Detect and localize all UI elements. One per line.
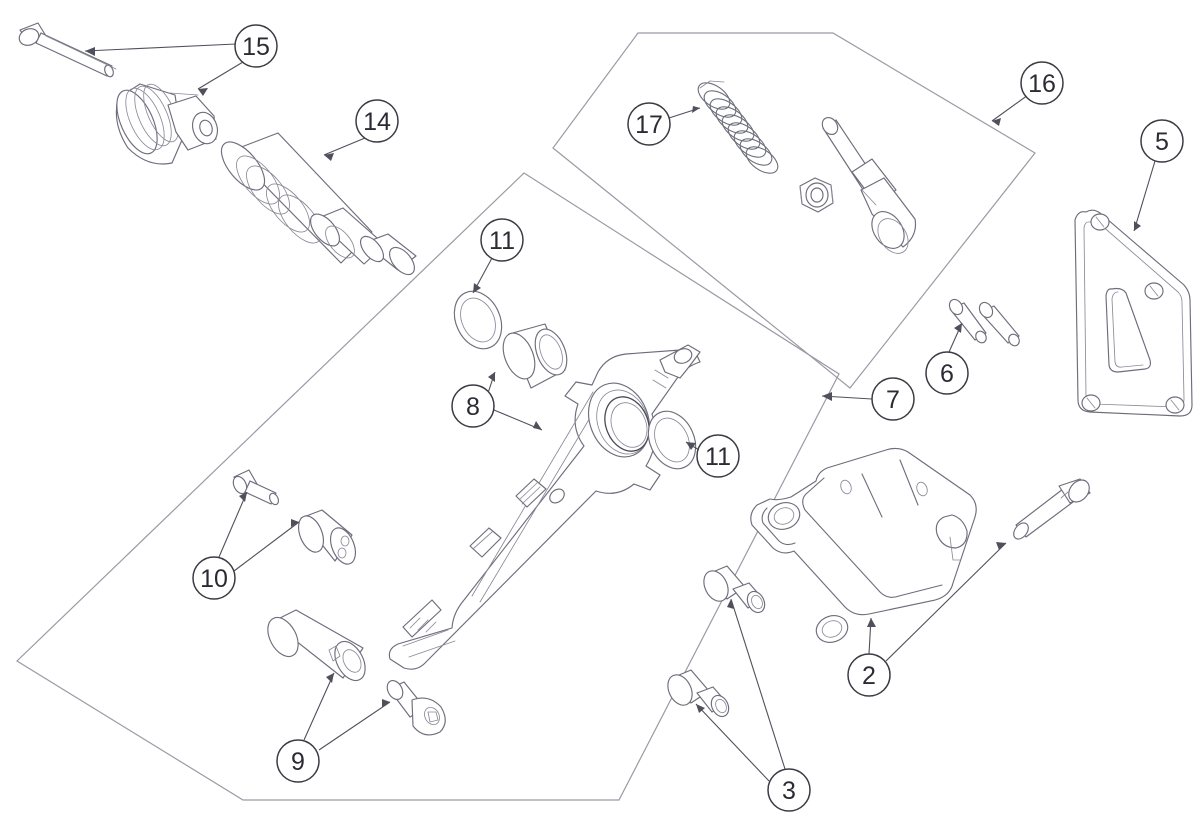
callout-2[interactable]: 2 (847, 653, 891, 697)
callout-bubbles: 15 14 17 16 5 11 (192, 24, 1184, 812)
group-boundaries (16, 32, 1036, 801)
callout-11-lower[interactable]: 11 (696, 434, 740, 478)
part-threaded-cap-nut (115, 83, 219, 165)
group-boundary-7 (16, 172, 840, 801)
part-stepped-shaft-spacer (220, 132, 417, 276)
leader-9-b (318, 701, 391, 751)
leader-5 (1133, 160, 1156, 232)
callout-label: 16 (1028, 70, 1056, 98)
callout-label: 11 (489, 227, 515, 255)
callout-label: 15 (242, 33, 270, 61)
part-spacer-tube (267, 609, 366, 682)
callout-label: 10 (200, 565, 228, 593)
leader-2-b (885, 542, 1007, 662)
callout-11-upper[interactable]: 11 (480, 218, 524, 262)
callout-label: 8 (466, 393, 480, 421)
leader-9-a (303, 672, 335, 741)
leader-16 (991, 94, 1029, 122)
leader-10-a (218, 491, 248, 558)
group-boundary-16 (552, 32, 1036, 389)
part-seal-ring-upper (453, 290, 503, 350)
part-dowel-pins (948, 298, 1020, 347)
callout-label: 3 (782, 777, 796, 805)
leader-3-a (730, 598, 786, 770)
part-stepped-pin-lower (667, 669, 730, 718)
callout-7[interactable]: 7 (871, 377, 915, 421)
callout-5[interactable]: 5 (1140, 119, 1184, 163)
callout-label: 9 (291, 748, 305, 776)
callout-label: 17 (635, 111, 663, 139)
part-seal-ring-lower (647, 410, 697, 470)
part-triangular-bracket-plate (1074, 209, 1193, 417)
leader-14 (323, 137, 366, 156)
callout-10[interactable]: 10 (192, 556, 236, 600)
callout-label: 5 (1155, 128, 1169, 156)
part-pivot-bushing-sleeve (502, 323, 568, 389)
callout-14[interactable]: 14 (355, 99, 399, 143)
part-coil-spring (697, 80, 779, 174)
callout-label: 6 (940, 360, 954, 388)
callout-label: 7 (886, 386, 900, 414)
leader-lines (84, 43, 1156, 782)
part-roller-bushing (297, 509, 357, 565)
callout-15[interactable]: 15 (234, 24, 278, 68)
part-shoulder-bolt (232, 469, 280, 506)
callout-6[interactable]: 6 (925, 351, 969, 395)
part-flange-head-bolt (18, 22, 117, 78)
leader-15-a (84, 43, 237, 52)
part-long-stud-bolt (821, 116, 917, 254)
part-hex-nut (799, 177, 834, 213)
callout-label: 11 (705, 443, 731, 471)
callout-17[interactable]: 17 (627, 102, 671, 146)
callout-label: 14 (363, 108, 391, 136)
callout-label: 2 (862, 662, 876, 690)
spring-coils (697, 82, 779, 174)
callout-8[interactable]: 8 (451, 384, 495, 428)
part-rocker-lever-arm (388, 344, 701, 670)
part-clevis-link (750, 447, 977, 643)
part-button-head-bolt (386, 680, 446, 736)
part-stepped-pin-upper (703, 565, 766, 614)
part-clevis-long-bolt (1013, 478, 1091, 540)
callout-16[interactable]: 16 (1020, 61, 1064, 105)
leader-15-b (197, 61, 244, 90)
leader-10-b (233, 521, 300, 572)
callout-9[interactable]: 9 (276, 739, 320, 783)
leader-3-b (695, 703, 770, 782)
callout-3[interactable]: 3 (767, 768, 811, 812)
